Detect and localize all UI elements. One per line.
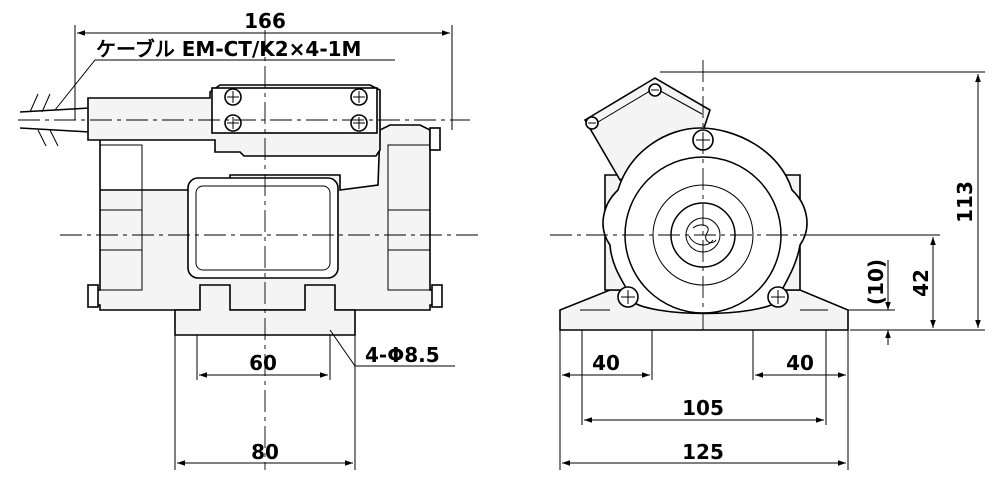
clamp-screw-icon (350, 114, 368, 132)
dim-side-base-width: 125 (682, 440, 724, 464)
terminal-box (583, 77, 711, 182)
dim-side-left-offset: 40 (592, 351, 620, 375)
rib-right (387, 144, 431, 291)
dim-side-base-thickness: (10) (864, 259, 888, 305)
nameplate (187, 177, 339, 279)
side-bolt-icon (431, 284, 443, 308)
dim-side-height-overall: 113 (953, 181, 977, 223)
logo-glyph (688, 224, 717, 246)
dim-side-shaft-height: 42 (909, 269, 933, 297)
cable-label: ケーブル EM-CT/K2×4-1M (96, 37, 361, 61)
terminal-screw-icon (648, 83, 662, 97)
dim-side-hole-pitch: 105 (682, 396, 724, 420)
side-bolt-icon (87, 284, 99, 308)
terminal-screw-icon (585, 116, 599, 130)
flange-screw-icon (617, 286, 639, 308)
dim-front-hole-pitch: 60 (249, 351, 277, 375)
dim-side-right-offset: 40 (786, 351, 814, 375)
clamp-screw-icon (224, 88, 242, 106)
hole-spec: 4-Φ8.5 (365, 343, 440, 367)
side-view: 113 42 (10) 40 40 105 125 (550, 60, 985, 470)
dim-front-width-overall: 166 (244, 9, 286, 33)
side-bolt-icon (429, 127, 441, 151)
clamp-screw-icon (350, 88, 368, 106)
clamp-screw-icon (224, 114, 242, 132)
dim-front-base-width: 80 (251, 440, 279, 464)
front-view: 166 ケーブル EM-CT/K2×4-1M 60 4-Φ8.5 80 (18, 9, 480, 470)
rib-left (99, 144, 143, 291)
flange-screw-icon (767, 286, 789, 308)
